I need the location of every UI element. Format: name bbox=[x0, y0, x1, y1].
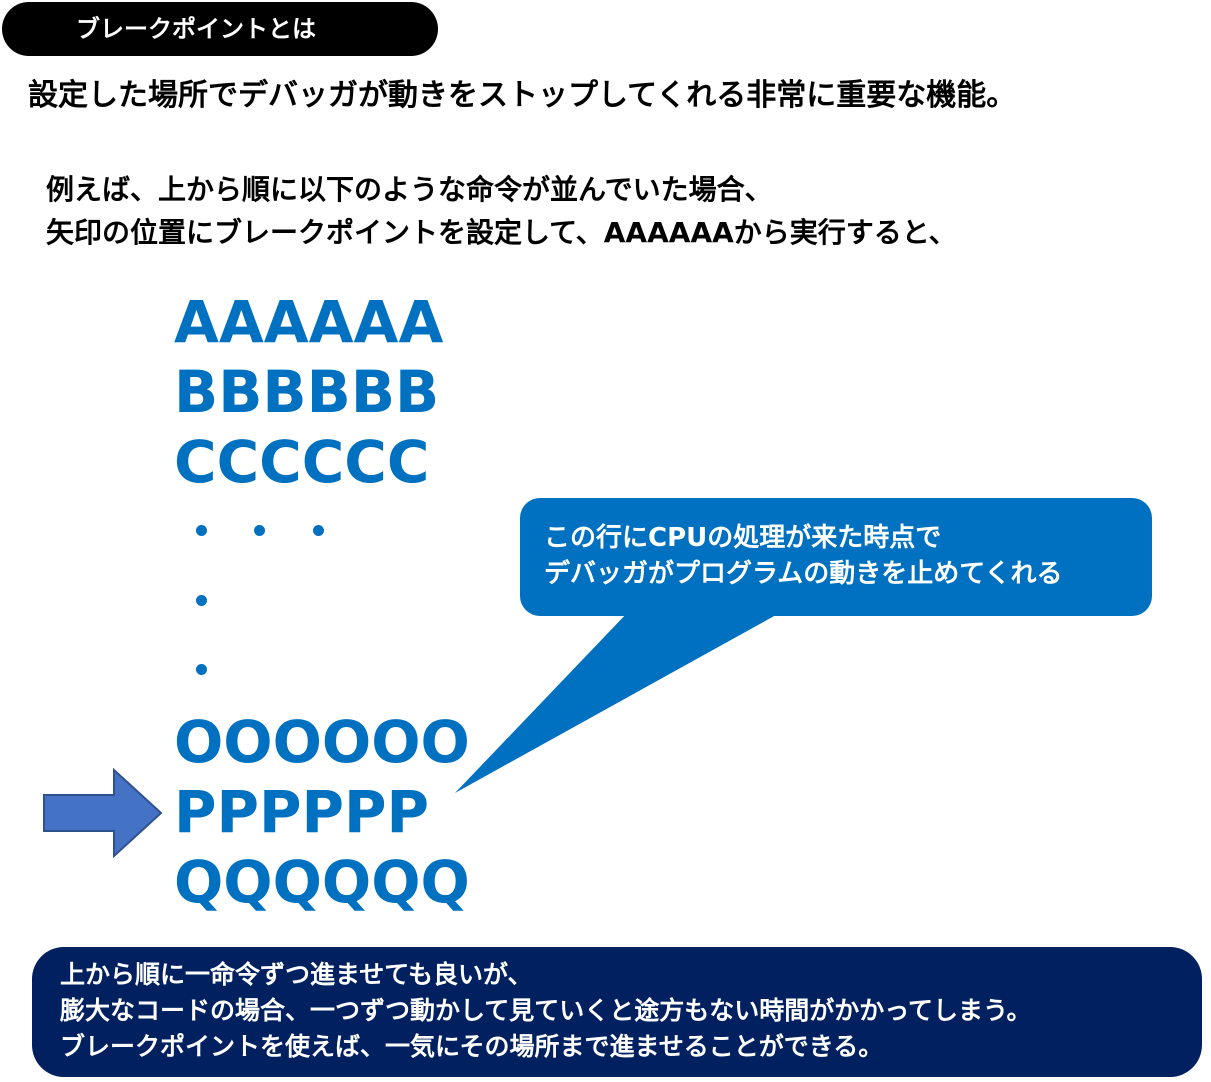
code-line-b: BBBBBB bbox=[174, 358, 440, 426]
lead-text: 設定した場所でデバッガが動きをストップしてくれる非常に重要な機能。 bbox=[28, 78, 1017, 113]
intro-paragraph: 例えば、上から順に以下のような命令が並んでいた場合、 矢印の位置にブレークポイン… bbox=[46, 168, 957, 254]
ellipsis-dot bbox=[196, 525, 207, 536]
summary-box: 上から順に一命令ずつ進ませても良いが、 膨大なコードの場合、一つずつ動かして見て… bbox=[32, 947, 1202, 1077]
ellipsis-dot bbox=[313, 525, 324, 536]
callout-line-1: この行にCPUの処理が来た時点で bbox=[544, 523, 942, 553]
summary-line-2: 膨大なコードの場合、一つずつ動かして見ていくと途方もない時間がかかってしまう。 bbox=[60, 996, 1032, 1025]
code-line-o: OOOOOO bbox=[174, 708, 470, 776]
intro-line-2: 矢印の位置にブレークポイントを設定して、AAAAAAから実行すると、 bbox=[46, 216, 957, 249]
intro-line-1: 例えば、上から順に以下のような命令が並んでいた場合、 bbox=[46, 173, 773, 206]
code-line-a: AAAAAA bbox=[174, 288, 444, 356]
section-title: ブレークポイントとは bbox=[2, 2, 438, 56]
right-arrow-icon bbox=[43, 768, 163, 858]
ellipsis-dot bbox=[254, 525, 265, 536]
code-line-q: QQQQQQ bbox=[174, 848, 470, 916]
callout-text: この行にCPUの処理が来た時点で デバッガがプログラムの動きを止めてくれる bbox=[544, 520, 1062, 592]
callout-line-2: デバッガがプログラムの動きを止めてくれる bbox=[544, 559, 1063, 589]
summary-line-3: ブレークポイントを使えば、一気にその場所まで進ませることができる。 bbox=[60, 1032, 884, 1061]
code-line-c: CCCCCC bbox=[174, 428, 430, 496]
ellipsis-dot bbox=[196, 595, 207, 606]
code-line-p-breakpoint: PPPPPP bbox=[174, 778, 430, 846]
ellipsis-dot bbox=[196, 664, 207, 675]
summary-line-1: 上から順に一命令ずつ進ませても良いが、 bbox=[60, 960, 533, 989]
